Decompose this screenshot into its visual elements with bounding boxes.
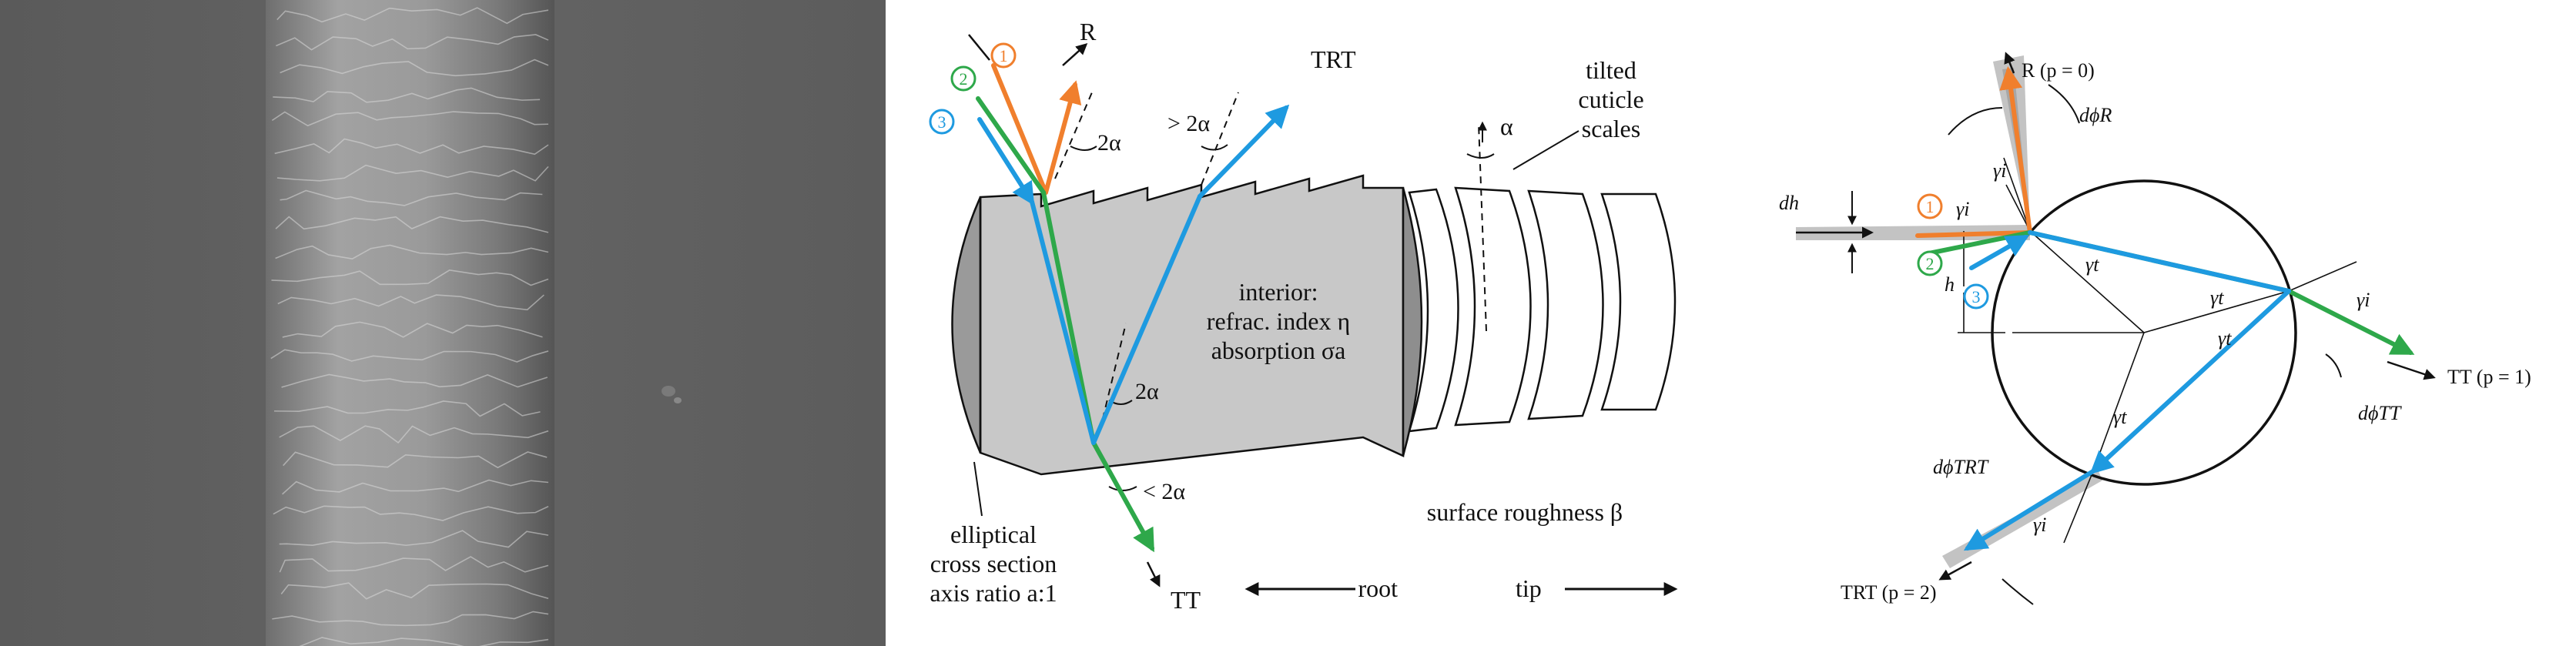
interior-label-2: refrac. index η bbox=[1207, 307, 1350, 335]
label-gamma-i-3: γi bbox=[2357, 289, 2370, 311]
label-dphi-TT: dϕTT bbox=[2358, 402, 2402, 424]
ray-marker-3: 3 bbox=[929, 109, 955, 135]
cross-ray-marker-2: 2 bbox=[1917, 250, 1943, 276]
ray-marker-2: 2 bbox=[950, 65, 976, 92]
dust-speck bbox=[674, 397, 682, 403]
tip-end-cap bbox=[1402, 187, 1423, 457]
label-gamma-i-2: γi bbox=[1956, 198, 1969, 220]
dust-speck bbox=[662, 386, 675, 397]
alpha-label: α bbox=[1500, 112, 1513, 140]
light-rays bbox=[976, 63, 1290, 553]
tip-cuticle-scales bbox=[1408, 186, 1677, 433]
label-dphi-R: dϕR bbox=[2079, 104, 2112, 126]
angle-greater-2a: > 2α bbox=[1167, 111, 1210, 136]
label-TRT-p2: TRT (p = 2) bbox=[1841, 581, 1937, 604]
svg-text:1: 1 bbox=[1000, 46, 1008, 65]
tilted-label-2: cuticle bbox=[1578, 85, 1643, 113]
label-gamma-i-1: γi bbox=[1993, 159, 2006, 182]
label-gamma-t-2: γt bbox=[2210, 286, 2224, 309]
interior-label-1: interior: bbox=[1238, 278, 1318, 306]
label-gamma-i-4: γi bbox=[2033, 514, 2046, 536]
label-gamma-t-1: γt bbox=[2085, 253, 2099, 276]
hair-scattering-geometry-diagram: 1 2 3 R TRT TT 2α > 2α 2α < 2α α tilted … bbox=[929, 18, 1678, 614]
svg-text:3: 3 bbox=[938, 112, 946, 132]
leader-lines bbox=[973, 130, 1579, 517]
interior-label-3: absorption σa bbox=[1211, 336, 1346, 364]
label-TT: TT bbox=[1171, 586, 1201, 614]
gamma-arcs bbox=[1948, 84, 2342, 605]
cross-section-rays bbox=[1915, 66, 2415, 551]
label-R-p0: R (p = 0) bbox=[2022, 59, 2095, 82]
construction-lines bbox=[1958, 157, 2357, 544]
label-h: h bbox=[1945, 273, 1955, 296]
elliptical-label-2: cross section bbox=[930, 550, 1057, 577]
label-TRT: TRT bbox=[1311, 45, 1356, 73]
cuticle-scale-texture bbox=[270, 7, 549, 646]
angle-2a-mid: 2α bbox=[1135, 379, 1159, 404]
root-end-cap bbox=[951, 196, 982, 454]
label-dphi-TRT: dϕTRT bbox=[1933, 456, 1989, 478]
svg-text:1: 1 bbox=[1926, 197, 1935, 216]
angle-2a-top: 2α bbox=[1097, 130, 1121, 156]
label-dh: dh bbox=[1779, 192, 1799, 214]
cross-ray-marker-1: 1 bbox=[1917, 193, 1943, 219]
label-gamma-t-4: γt bbox=[2113, 406, 2127, 428]
elliptical-label-3: axis ratio a:1 bbox=[930, 579, 1057, 607]
cross-section-scattering-diagram: 1 2 3 R (p = 0) dϕR TT (p = 1) dϕTT TRT … bbox=[1779, 52, 2531, 605]
tilted-label-1: tilted bbox=[1586, 56, 1636, 84]
label-R: R bbox=[1080, 18, 1097, 45]
svg-text:2: 2 bbox=[1926, 254, 1935, 273]
angle-less-2a: < 2α bbox=[1143, 479, 1185, 504]
hair-micrograph bbox=[0, 0, 886, 646]
surface-roughness-label: surface roughness β bbox=[1427, 498, 1623, 526]
hair-fiber bbox=[266, 0, 554, 646]
ray-marker-1: 1 bbox=[990, 42, 1017, 69]
svg-text:2: 2 bbox=[960, 69, 968, 89]
elliptical-label-1: elliptical bbox=[950, 520, 1037, 548]
tilted-label-3: scales bbox=[1582, 115, 1640, 142]
label-TT-p1: TT (p = 1) bbox=[2447, 366, 2531, 388]
root-label: root bbox=[1358, 574, 1398, 602]
cross-ray-marker-3: 3 bbox=[1963, 283, 1989, 310]
tip-label: tip bbox=[1516, 574, 1542, 602]
label-gamma-t-3: γt bbox=[2218, 327, 2232, 350]
ray-guides bbox=[968, 34, 1161, 587]
svg-text:3: 3 bbox=[1972, 287, 1981, 306]
